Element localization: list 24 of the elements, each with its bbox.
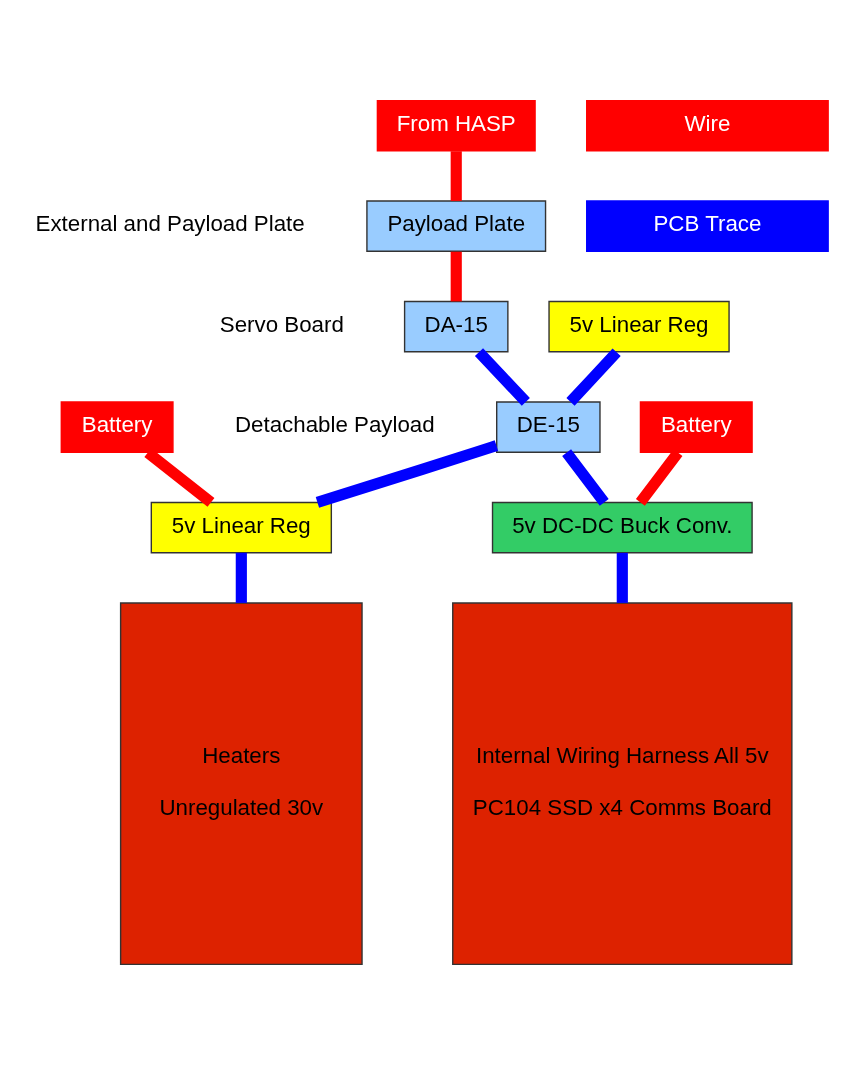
connector — [616, 552, 628, 603]
legend-label: Wire — [684, 111, 731, 136]
label: Detachable Payload — [234, 412, 435, 438]
connector — [474, 348, 530, 406]
node-box: From HASP — [376, 99, 536, 152]
node-box: DA-15 — [403, 300, 509, 353]
connector — [235, 552, 247, 603]
node-box: 5v Linear Reg — [150, 501, 333, 554]
connector — [566, 348, 621, 406]
label: Servo Board — [219, 311, 344, 337]
label: External and Payload Plate — [35, 211, 305, 237]
node-box: DE-15 — [496, 401, 601, 453]
node-box: Battery — [60, 401, 174, 453]
connector — [450, 151, 462, 201]
connector — [562, 449, 609, 506]
node-box: 5v DC-DC Buck Conv. — [491, 501, 753, 554]
legend-label: PCB Trace — [653, 211, 762, 237]
node-box: 5v Linear Reg — [548, 300, 730, 353]
node-box: Payload Plate — [366, 200, 547, 252]
connector — [315, 440, 499, 508]
node-box: Heaters Unregulated 30v — [119, 602, 363, 966]
node-box: Battery — [639, 401, 753, 453]
connector — [450, 251, 462, 302]
node-box: Internal Wiring Harness All 5v PC104 SSD x4 Comms Board — [452, 602, 793, 966]
